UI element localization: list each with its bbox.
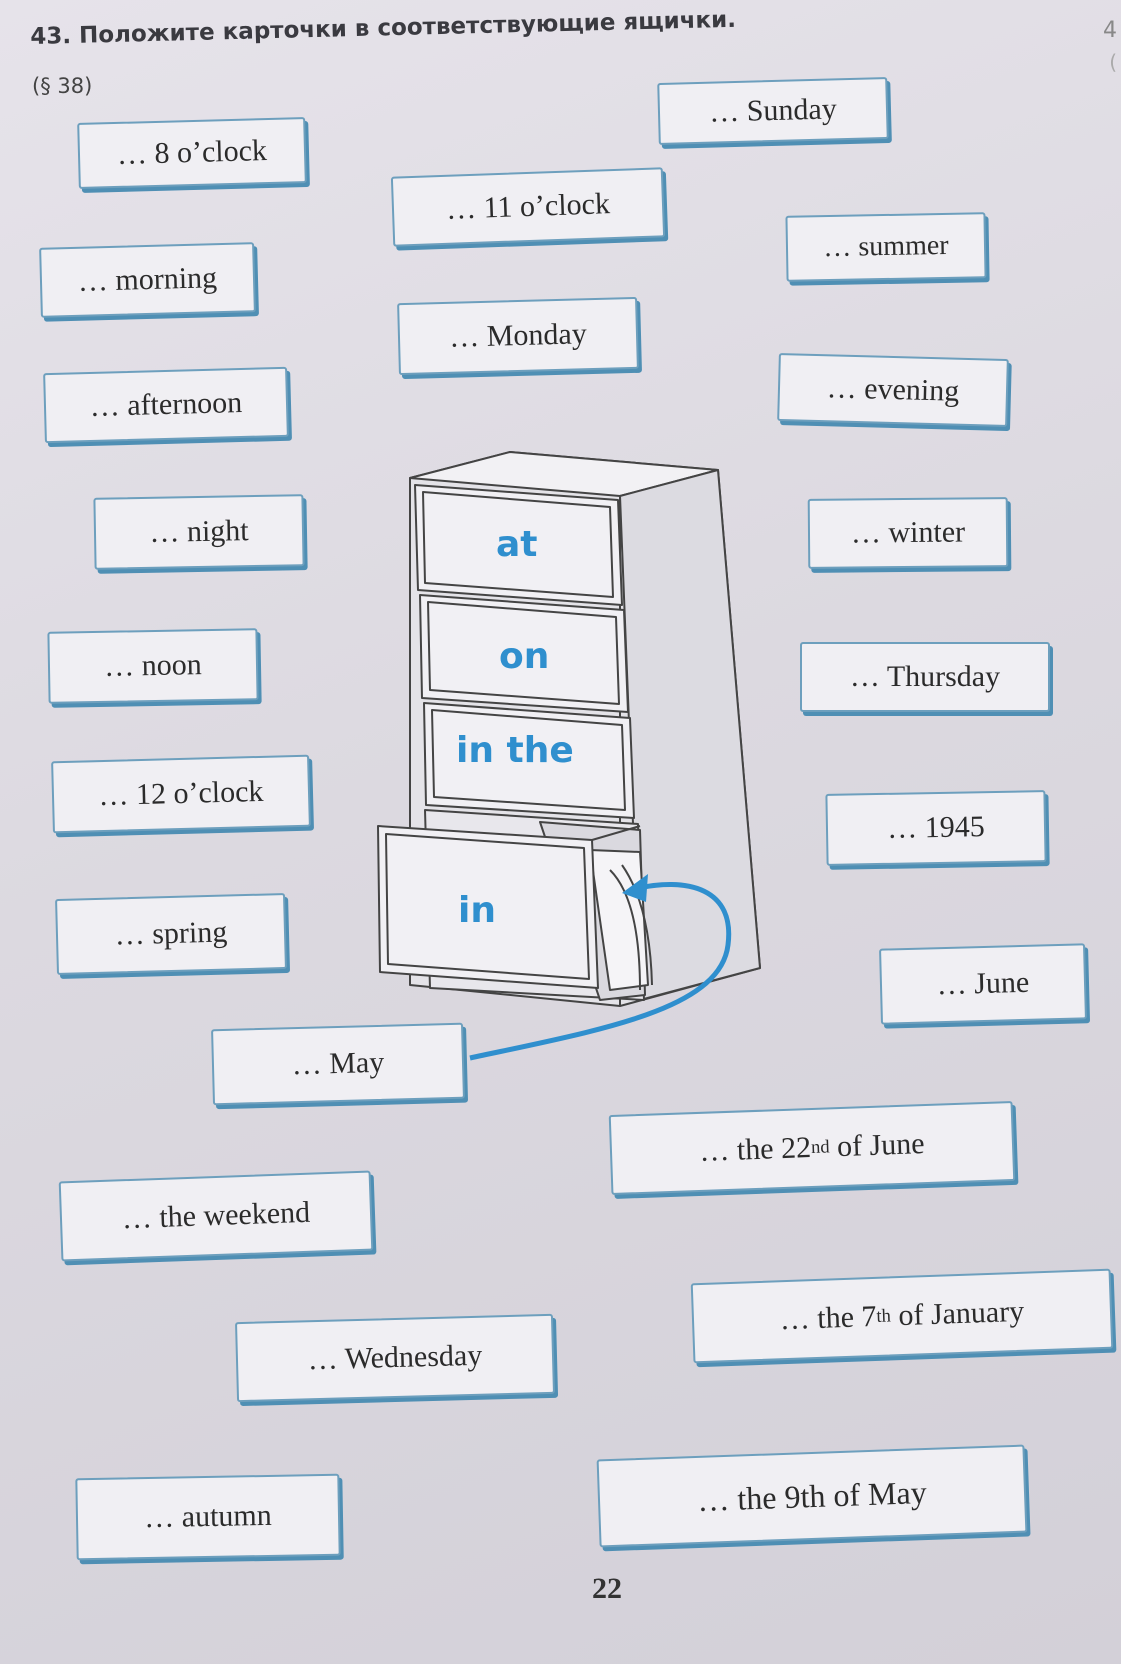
drawer-on[interactable] <box>419 594 629 713</box>
card-monday[interactable]: … Monday <box>397 296 639 376</box>
card-the-weekend[interactable]: … the weekend <box>58 1170 374 1262</box>
card-11-oclock[interactable]: … 11 o’clock <box>390 167 666 247</box>
drawer-label-in-the: in the <box>456 730 574 771</box>
card-1945[interactable]: … 1945 <box>825 790 1047 866</box>
card-winter[interactable]: … winter <box>807 497 1009 569</box>
section-reference: (§ 38) <box>32 74 93 98</box>
card-the-9th-of-may[interactable]: … the 9th of May <box>596 1444 1028 1548</box>
drawer-in-the[interactable] <box>423 702 635 819</box>
card-thursday[interactable]: … Thursday <box>800 642 1050 712</box>
card-morning[interactable]: … morning <box>39 242 256 318</box>
next-page-edge-bracket: ( <box>1109 50 1117 74</box>
card-sunday[interactable]: … Sunday <box>657 77 889 145</box>
arrow-head-icon <box>622 874 648 902</box>
page-number: 22 <box>592 1572 622 1605</box>
card-22nd-text-pre: … the 22 <box>698 1131 812 1168</box>
card-7th-ordinal: th <box>876 1305 892 1327</box>
card-june[interactable]: … June <box>879 943 1087 1025</box>
card-22nd-ordinal: nd <box>810 1136 830 1159</box>
card-12-oclock[interactable]: … 12 o’clock <box>51 754 311 834</box>
example-arrow <box>469 882 732 1061</box>
card-spring[interactable]: … spring <box>55 893 287 975</box>
card-8-oclock[interactable]: … 8 o’clock <box>77 117 307 189</box>
card-7th-text-post: of January <box>890 1294 1025 1333</box>
card-autumn[interactable]: … autumn <box>75 1473 341 1561</box>
drawer-label-on: on <box>499 636 549 677</box>
card-7th-text-pre: … the 7 <box>779 1299 878 1337</box>
card-may[interactable]: … May <box>211 1022 465 1106</box>
card-22nd-text-post: of June <box>829 1127 926 1164</box>
card-wednesday[interactable]: … Wednesday <box>235 1313 555 1403</box>
drawer-in[interactable] <box>377 825 599 989</box>
card-noon[interactable]: … noon <box>47 628 259 704</box>
card-night[interactable]: … night <box>93 494 305 570</box>
drawer-label-at: at <box>496 524 538 565</box>
drawer-at[interactable] <box>414 484 623 606</box>
card-afternoon[interactable]: … afternoon <box>43 366 289 444</box>
drawer-label-in: in <box>458 890 496 931</box>
card-evening[interactable]: … evening <box>777 353 1009 427</box>
next-page-edge-text: 4 <box>1103 18 1117 43</box>
card-summer[interactable]: … summer <box>785 212 987 282</box>
